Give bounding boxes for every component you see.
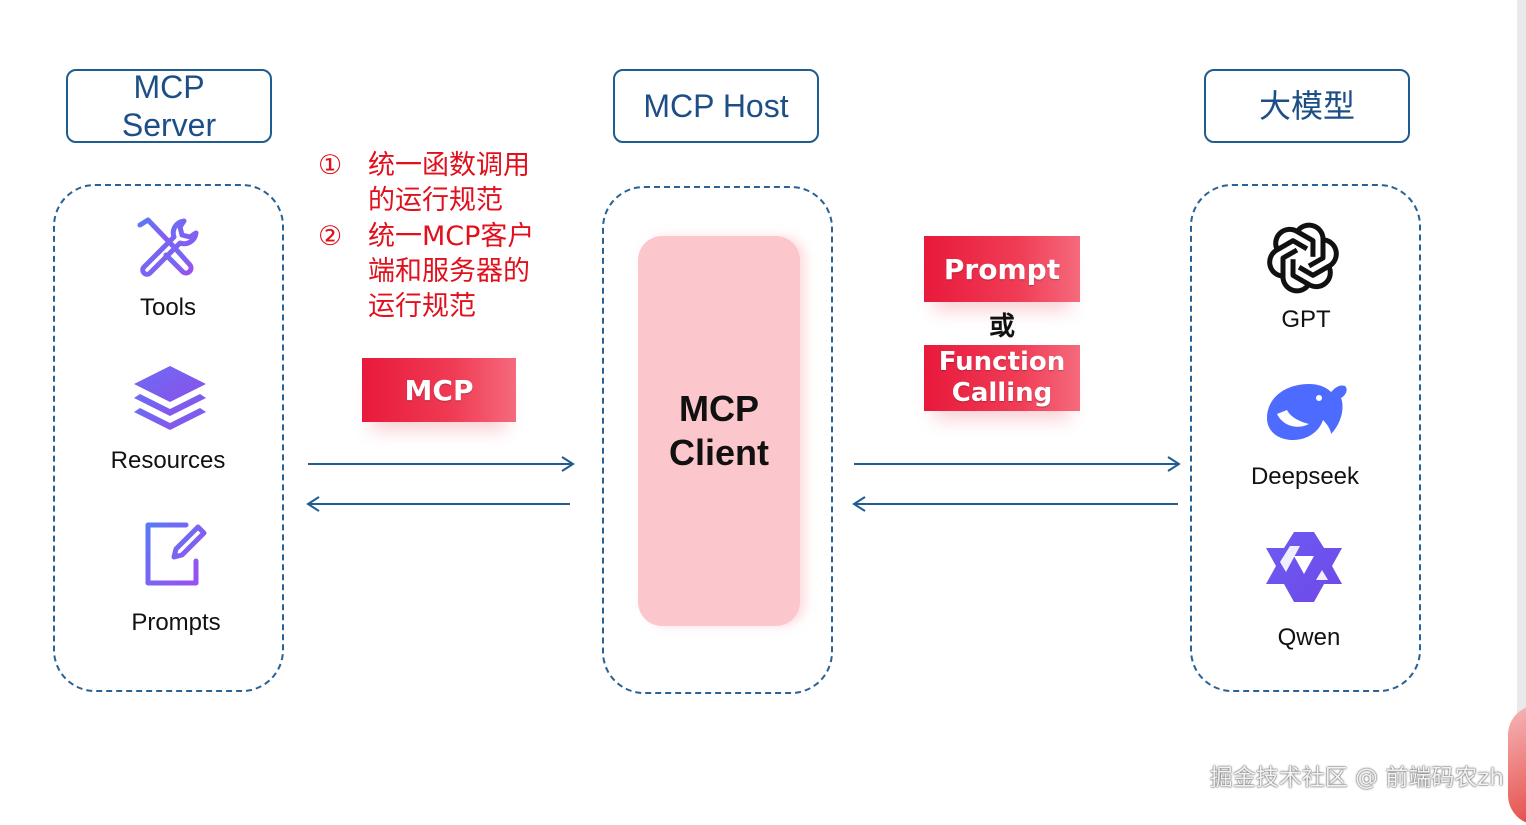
mcp-client-label: MCP Client: [668, 388, 769, 473]
qwen-label: Qwen: [1277, 624, 1341, 651]
header-mcp-server: MCP Server: [66, 69, 272, 143]
openai-icon: [1267, 222, 1339, 294]
note-2-number: ②: [318, 221, 343, 252]
qwen-icon: [1266, 532, 1342, 602]
or-label: 或: [988, 312, 1015, 342]
arrow-to-host: [852, 496, 1178, 512]
note-1-text: 统一函数调用 的运行规范: [368, 150, 530, 216]
whale-icon: [1267, 384, 1347, 440]
model-group: [1190, 184, 1421, 692]
prompt-tag: Prompt: [924, 236, 1080, 302]
arrow-to-client: [308, 456, 575, 472]
header-llm: 大模型: [1204, 69, 1410, 143]
header-mcp-host: MCP Host: [613, 69, 819, 143]
mcp-client-box: MCP Client: [638, 236, 800, 626]
mcp-tag: MCP: [362, 358, 516, 422]
note-2-text: 统一MCP客户 端和服务器的 运行规范: [368, 221, 535, 322]
function-calling-tag: Function Calling: [924, 345, 1080, 411]
tools-icon: [137, 217, 199, 277]
watermark: 掘金技术社区 @ 前端码农zh: [1209, 765, 1504, 791]
host-group: [602, 186, 833, 694]
arrow-to-server: [306, 496, 570, 512]
document-pen-icon: [145, 522, 207, 586]
server-group: [53, 184, 284, 692]
gpt-label: GPT: [1281, 306, 1331, 333]
resources-label: Resources: [110, 447, 226, 474]
deepseek-label: Deepseek: [1250, 463, 1360, 490]
arrow-to-model: [854, 456, 1181, 472]
prompts-label: Prompts: [131, 609, 221, 636]
corner-decoration: [1508, 705, 1526, 825]
tools-label: Tools: [139, 294, 197, 321]
window-edge: [1517, 0, 1526, 812]
note-1-number: ①: [318, 150, 343, 181]
stack-icon: [134, 366, 206, 430]
